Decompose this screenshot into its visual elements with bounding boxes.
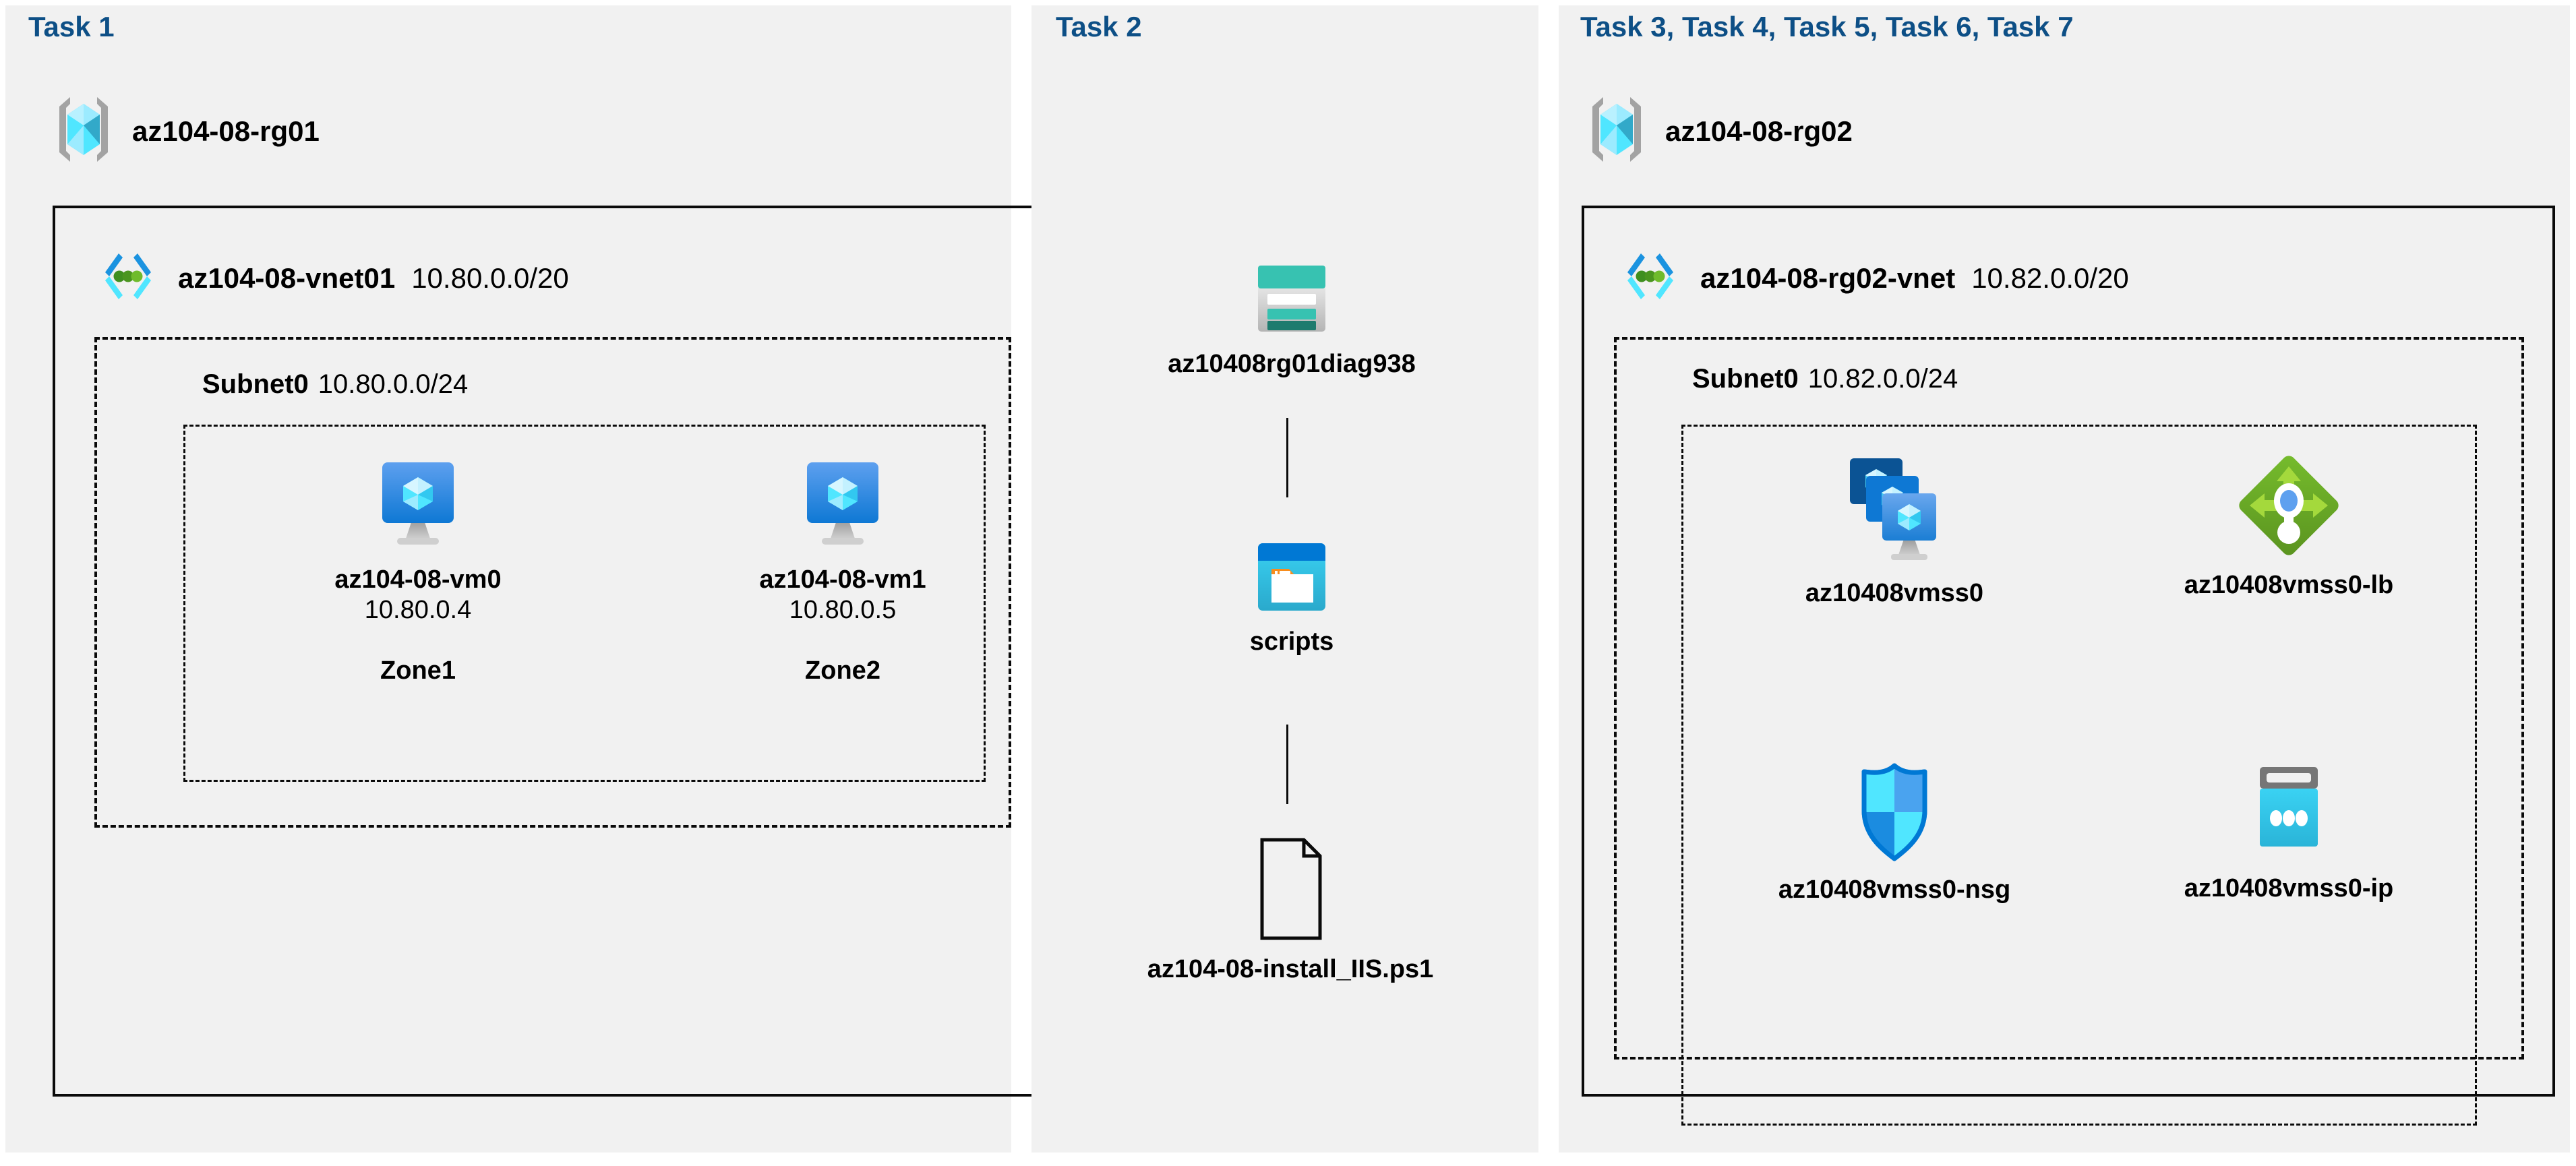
vm-scale-set-icon bbox=[1842, 453, 1947, 570]
network-security-group-icon bbox=[1855, 762, 1934, 866]
task-label-1: Task 1 bbox=[28, 11, 115, 42]
node-az10408vmss0-lb[interactable]: az10408vmss0-lb bbox=[2137, 453, 2440, 601]
nsg-name: az10408vmss0-nsg bbox=[1778, 876, 2011, 904]
node-az104-08-vm1[interactable]: az104-08-vm1 10.80.0.5 Zone2 bbox=[728, 458, 957, 685]
connector-container-to-file bbox=[1286, 725, 1288, 804]
subnet-label: Subnet0 bbox=[202, 369, 309, 399]
public-ip-address-icon bbox=[2250, 762, 2327, 865]
vnet-cidr: 10.82.0.0/20 bbox=[1971, 262, 2129, 294]
vm-zone: Zone1 bbox=[380, 656, 456, 685]
node-az10408rg01diag938[interactable]: az10408rg01diag938 bbox=[1103, 262, 1480, 379]
storage-account-name: az10408rg01diag938 bbox=[1168, 350, 1416, 378]
subnet-cidr: 10.82.0.0/24 bbox=[1807, 364, 1958, 394]
task-label-3: Task 3, Task 4, Task 5, Task 6, Task 7 bbox=[1580, 11, 2074, 42]
task-label-2: Task 2 bbox=[1056, 11, 1142, 42]
virtual-machine-icon bbox=[377, 458, 459, 556]
subnet-box-panel1 bbox=[94, 337, 1011, 828]
resource-group-az104-08-rg01: az104-08-rg01 bbox=[53, 93, 320, 169]
node-az104-08-vm0[interactable]: az104-08-vm0 10.80.0.4 Zone1 bbox=[303, 458, 533, 685]
resource-group-icon bbox=[53, 93, 115, 169]
blob-container-name: scripts bbox=[1249, 627, 1334, 656]
virtual-network-icon bbox=[94, 243, 162, 313]
vm-group-box-panel1 bbox=[183, 425, 986, 782]
vm-name: az104-08-vm0 bbox=[334, 565, 502, 594]
load-balancer-name: az10408vmss0-lb bbox=[2184, 571, 2394, 599]
resource-group-label: az104-08-rg01 bbox=[132, 115, 320, 147]
resource-group-box-panel3 bbox=[1681, 425, 2477, 1126]
load-balancer-icon bbox=[2236, 453, 2341, 561]
subnet-header-panel3: Subnet0 10.82.0.0/24 bbox=[1692, 364, 1958, 394]
subnet-label: Subnet0 bbox=[1692, 364, 1799, 394]
vnet-header-az104-08-vnet01: az104-08-vnet01 10.80.0.0/20 bbox=[94, 243, 569, 313]
vnet-box-az104-08-rg02-vnet bbox=[1582, 206, 2555, 1097]
node-install-iis-script[interactable]: az104-08-install_IIS.ps1 bbox=[1061, 836, 1520, 985]
node-scripts-container[interactable]: scripts bbox=[1103, 539, 1480, 657]
node-az10408vmss0-nsg[interactable]: az10408vmss0-nsg bbox=[1753, 762, 2036, 905]
vm-zone: Zone2 bbox=[805, 656, 880, 685]
file-document-icon bbox=[1247, 836, 1334, 946]
resource-group-label: az104-08-rg02 bbox=[1665, 115, 1853, 147]
vnet-label: az104-08-vnet01 bbox=[178, 262, 396, 294]
subnet-box-panel3 bbox=[1614, 337, 2524, 1060]
vmss-name: az10408vmss0 bbox=[1805, 579, 1984, 607]
storage-account-icon bbox=[1253, 262, 1331, 340]
panel-task1 bbox=[5, 5, 1011, 1153]
vnet-header-az104-08-rg02-vnet: az104-08-rg02-vnet 10.82.0.0/20 bbox=[1617, 243, 2129, 313]
blob-container-icon bbox=[1254, 539, 1329, 618]
panel-task3-7 bbox=[1559, 5, 2570, 1153]
vnet-cidr: 10.80.0.0/20 bbox=[411, 262, 569, 294]
vm-ip: 10.80.0.4 bbox=[364, 595, 472, 624]
subnet-header-panel1: Subnet0 10.80.0.0/24 bbox=[202, 369, 468, 400]
node-az10408vmss0-ip[interactable]: az10408vmss0-ip bbox=[2137, 762, 2440, 904]
connector-storage-to-container bbox=[1286, 418, 1288, 497]
vm-ip: 10.80.0.5 bbox=[789, 595, 897, 624]
subnet-cidr: 10.80.0.0/24 bbox=[318, 369, 469, 399]
virtual-machine-icon bbox=[802, 458, 884, 556]
script-file-name: az104-08-install_IIS.ps1 bbox=[1147, 955, 1434, 983]
public-ip-name: az10408vmss0-ip bbox=[2184, 874, 2394, 902]
vm-name: az104-08-vm1 bbox=[759, 565, 926, 594]
vnet-label: az104-08-rg02-vnet bbox=[1700, 262, 1956, 294]
virtual-network-icon bbox=[1617, 243, 1684, 313]
node-az10408vmss0[interactable]: az10408vmss0 bbox=[1753, 453, 2036, 609]
resource-group-az104-08-rg02: az104-08-rg02 bbox=[1586, 93, 1853, 169]
resource-group-icon bbox=[1586, 93, 1648, 169]
